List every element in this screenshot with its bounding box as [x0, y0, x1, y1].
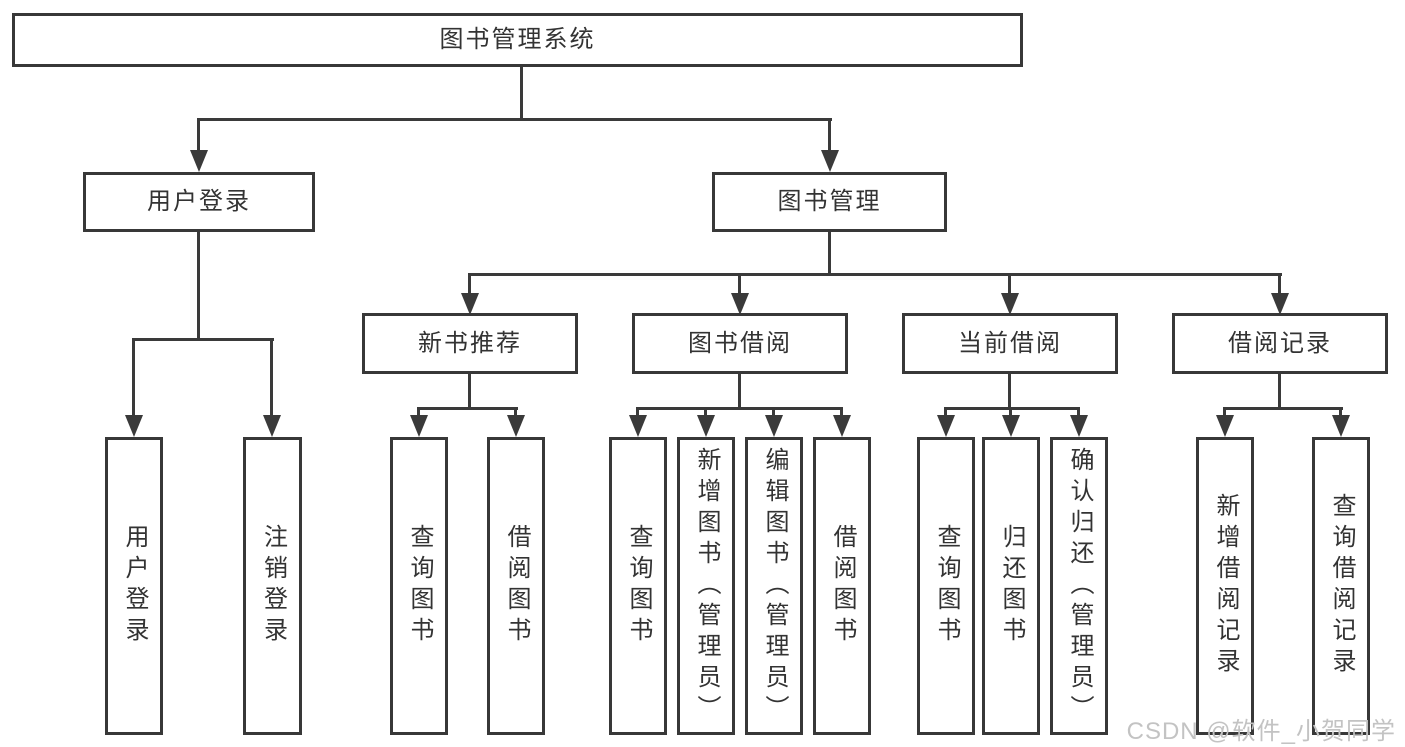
csdn-watermark: CSDN @软件_小贺同学	[1126, 718, 1396, 745]
connector-branch	[636, 407, 639, 417]
arrow-down	[1332, 415, 1350, 437]
connector-to-leaf-logout	[270, 338, 273, 415]
leaf-edit-book-admin: 编辑图书（管理员）	[745, 437, 803, 735]
connector-book-borrow-hline	[636, 407, 843, 410]
connector-borrow-records-hline	[1223, 407, 1343, 410]
connector-new-book-stem	[468, 374, 471, 409]
arrow-down	[1001, 293, 1019, 315]
connector-root-hline	[197, 118, 832, 121]
arrow-down	[190, 150, 208, 172]
connector-branch	[944, 407, 947, 417]
arrow-down	[461, 293, 479, 315]
connector-branch	[1339, 407, 1342, 417]
arrow-down	[731, 293, 749, 315]
leaf-user-login: 用户登录	[105, 437, 163, 735]
connector-branch	[1077, 407, 1080, 417]
leaf-query-books-3: 查询图书	[917, 437, 975, 735]
node-root: 图书管理系统	[12, 13, 1023, 67]
connector-current-borrow-hline	[944, 407, 1080, 410]
connector-user-login-stem	[197, 232, 200, 340]
connector-branch	[1223, 407, 1226, 417]
arrow-down	[937, 415, 955, 437]
arrow-down	[410, 415, 428, 437]
connector-branch	[840, 407, 843, 417]
connector-book-mgmt-hline	[468, 273, 1282, 276]
leaf-borrow-books-2: 借阅图书	[813, 437, 871, 735]
leaf-query-books-1: 查询图书	[390, 437, 448, 735]
arrow-down	[1002, 415, 1020, 437]
connector-current-borrow-stem	[1008, 374, 1011, 409]
node-book-borrow: 图书借阅	[632, 313, 848, 374]
leaf-add-borrow-record: 新增借阅记录	[1196, 437, 1254, 735]
node-borrow-records: 借阅记录	[1172, 313, 1388, 374]
leaf-borrow-books-1: 借阅图书	[487, 437, 545, 735]
node-user-login: 用户登录	[83, 172, 315, 232]
connector-new-book-hline	[417, 407, 518, 410]
arrow-down	[833, 415, 851, 437]
connector-branch	[704, 407, 707, 417]
connector-branch	[772, 407, 775, 417]
arrow-down	[1216, 415, 1234, 437]
connector-root-stem	[520, 67, 523, 120]
connector-user-login-hline	[132, 338, 274, 341]
connector-branch	[1009, 407, 1012, 417]
connector-branch	[514, 407, 517, 417]
connector-book-borrow-stem	[738, 374, 741, 409]
leaf-logout: 注销登录	[243, 437, 302, 735]
arrow-down	[765, 415, 783, 437]
arrow-down	[1070, 415, 1088, 437]
connector-to-borrow-records	[1278, 273, 1281, 295]
node-new-book-recommend: 新书推荐	[362, 313, 578, 374]
node-current-borrow: 当前借阅	[902, 313, 1118, 374]
node-book-management: 图书管理	[712, 172, 947, 232]
connector-to-book-borrow	[738, 273, 741, 295]
connector-borrow-records-stem	[1278, 374, 1281, 409]
arrow-down	[821, 150, 839, 172]
arrow-down	[263, 415, 281, 437]
arrow-down	[1271, 293, 1289, 315]
connector-to-new-book	[468, 273, 471, 295]
connector-to-user-login	[197, 118, 200, 152]
arrow-down	[697, 415, 715, 437]
arrow-down	[629, 415, 647, 437]
leaf-return-book: 归还图书	[982, 437, 1040, 735]
connector-to-current-borrow	[1008, 273, 1011, 295]
connector-branch	[417, 407, 420, 417]
leaf-add-book-admin: 新增图书（管理员）	[677, 437, 735, 735]
arrow-down	[125, 415, 143, 437]
leaf-query-borrow-record: 查询借阅记录	[1312, 437, 1370, 735]
arrow-down	[507, 415, 525, 437]
connector-book-mgmt-stem	[828, 232, 831, 275]
leaf-query-books-2: 查询图书	[609, 437, 667, 735]
connector-to-book-management	[828, 118, 831, 152]
leaf-confirm-return-admin: 确认归还（管理员）	[1050, 437, 1108, 735]
connector-to-leaf-user-login	[132, 338, 135, 415]
